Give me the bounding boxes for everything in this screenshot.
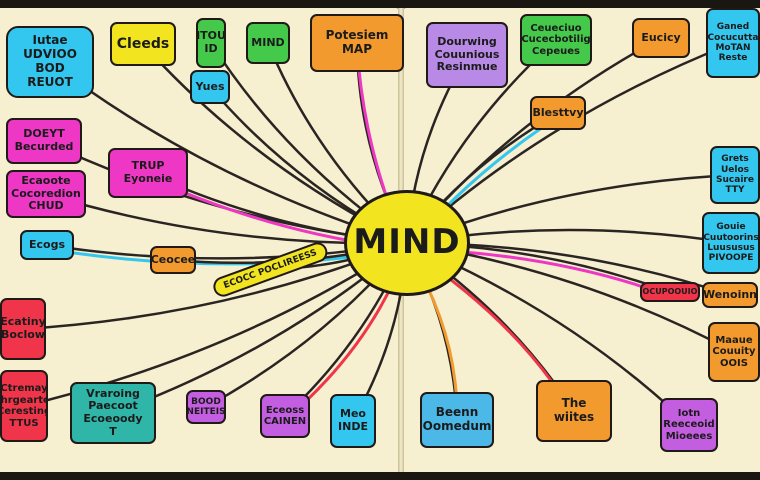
node-dourwing[interactable]: Dourwing Couunious Resinmue <box>426 22 508 88</box>
node-label: Potesiem MAP <box>325 28 389 56</box>
node-label: TRUP Eyoneie <box>123 159 173 185</box>
node-blesttvy[interactable]: Blesttvy <box>530 96 586 130</box>
node-label: Grets Uelos Sucaire TTY <box>716 154 754 196</box>
node-trup[interactable]: TRUP Eyoneie <box>108 148 188 198</box>
node-potesiem-map[interactable]: Potesiem MAP <box>310 14 404 72</box>
node-ecaoote[interactable]: Ecaoote Cocoredion CHUD <box>6 170 86 218</box>
node-label: Gouie Cuutoorins Luususus PIVOOPE <box>703 222 759 264</box>
node-label: DOEYT Becurded <box>14 127 74 153</box>
node-label: Dourwing Couunious Resinmue <box>434 35 500 74</box>
node-ceueciuo[interactable]: Ceueciuo Cucecbotilig Cepeues <box>520 14 592 66</box>
node-label: Meo INDE <box>338 407 368 433</box>
node-the-wiites[interactable]: The wiites <box>536 380 612 442</box>
node-ecatiny[interactable]: Ecatiny Boclow <box>0 298 46 360</box>
node-label: Ceueciuo Cucecbotilig Cepeues <box>521 22 591 57</box>
node-label: Cleeds <box>116 35 170 52</box>
node-itou[interactable]: ITOU ID <box>196 18 226 68</box>
node-label: Ctremay Chrgearter Ceresting TTUS <box>0 383 48 429</box>
node-iotn[interactable]: Iotn Reeceoid Mioeees <box>660 398 718 452</box>
node-label: Eceoss CAINEN <box>263 404 307 428</box>
node-doeyt[interactable]: DOEYT Becurded <box>6 118 82 164</box>
node-ganed[interactable]: Ganed Cocucutta MoTAN Reste <box>706 8 760 78</box>
node-label: Yues <box>195 79 225 93</box>
node-iutae[interactable]: Iutae UDVIOO BOD REUOT <box>6 26 94 98</box>
node-grets[interactable]: Grets Uelos Sucaire TTY <box>710 146 760 204</box>
node-bood[interactable]: BOOD NEITEIS <box>186 390 226 424</box>
node-eceoss[interactable]: Eceoss CAINEN <box>260 394 310 438</box>
node-cleeds[interactable]: Cleeds <box>110 22 176 66</box>
node-eucicy[interactable]: Eucicy <box>632 18 690 58</box>
node-label: EOCUPOOUIOF <box>640 287 700 297</box>
node-label: ITOU ID <box>196 29 226 55</box>
node-maaue[interactable]: Maaue Couuity OOIS <box>708 322 760 382</box>
node-label: The wiites <box>553 396 595 424</box>
central-node-mind[interactable]: MIND <box>344 190 470 296</box>
node-label: Vraroing Paecoot Ecoeoody T <box>83 386 143 438</box>
node-beenn[interactable]: Beenn Oomedum <box>420 392 494 448</box>
node-vraroing[interactable]: Vraroing Paecoot Ecoeoody T <box>70 382 156 444</box>
node-label: Ganed Cocucutta MoTAN Reste <box>707 22 759 64</box>
node-label: Maaue Couuity OOIS <box>712 334 756 369</box>
node-label: Ceocee <box>150 252 196 266</box>
node-label: BOOD NEITEIS <box>186 396 226 417</box>
node-mind-small[interactable]: MIND <box>246 22 290 64</box>
node-ceocee[interactable]: Ceocee <box>150 246 196 274</box>
node-wenoinn[interactable]: Wenoinn <box>702 282 758 308</box>
node-yues[interactable]: Yues <box>190 70 230 104</box>
node-label: Ecogs <box>28 237 65 251</box>
central-node-label: MIND <box>353 222 461 263</box>
node-ctremay[interactable]: Ctremay Chrgearter Ceresting TTUS <box>0 370 48 442</box>
node-label: MIND <box>251 35 285 49</box>
node-ecogs[interactable]: Ecogs <box>20 230 74 260</box>
node-label: Eucicy <box>641 30 681 44</box>
node-label: Beenn Oomedum <box>422 405 492 433</box>
node-label: Blesttvy <box>532 105 584 119</box>
node-gouie[interactable]: Gouie Cuutoorins Luususus PIVOOPE <box>702 212 760 274</box>
node-label: Iutae UDVIOO BOD REUOT <box>23 33 77 89</box>
node-label: Iotn Reeceoid Mioeees <box>663 407 715 442</box>
node-eocupoouiof[interactable]: EOCUPOOUIOF <box>640 282 700 302</box>
node-meo[interactable]: Meo INDE <box>330 394 376 448</box>
node-label: Ecaoote Cocoredion CHUD <box>11 174 81 213</box>
node-label: Ecatiny Boclow <box>0 315 46 341</box>
node-label: Wenoinn <box>702 287 758 301</box>
